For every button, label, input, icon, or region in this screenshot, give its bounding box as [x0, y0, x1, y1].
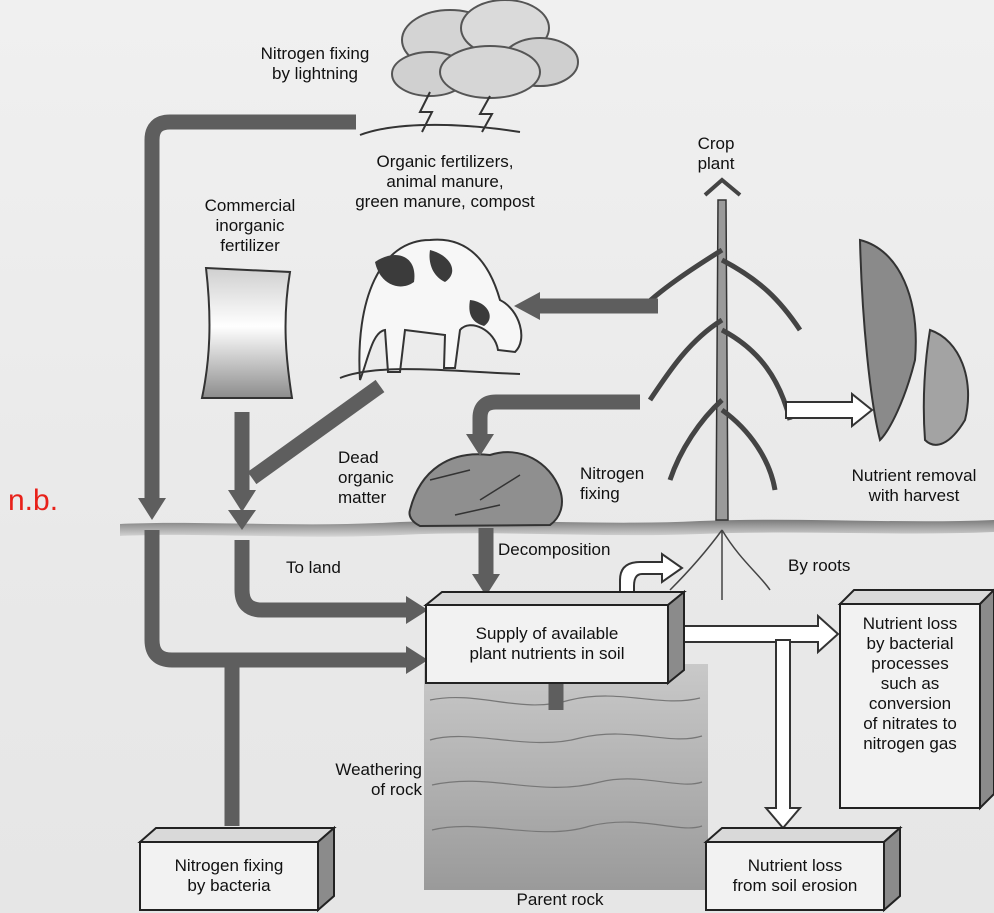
label-organic-fertilizers: Organic fertilizers, animal manure, gree…: [318, 152, 572, 212]
label-nitrogen-fixing: Nitrogen fixing: [580, 464, 670, 504]
annotation-nb: n.b.: [8, 484, 58, 518]
box-erosion-text: Nutrient loss from soil erosion: [706, 856, 884, 896]
arrow-to-erosion: [766, 640, 800, 828]
label-nutrient-removal: Nutrient removal with harvest: [834, 466, 994, 506]
box-bacterial-loss-text: Nutrient loss by bacterial processes suc…: [840, 614, 980, 754]
arrow-left-to-supply: [152, 530, 408, 660]
corn-plant: [640, 180, 800, 600]
arrow-to-harvest: [786, 394, 872, 426]
label-crop-plant: Crop plant: [676, 134, 756, 174]
fertilizer-bag: [202, 268, 292, 398]
harvested-corn: [860, 240, 968, 445]
box-bacteria-text: Nitrogen fixing by bacteria: [140, 856, 318, 896]
soil-surface: [120, 520, 994, 537]
label-decomposition: Decomposition: [498, 540, 638, 560]
label-dead-organic-matter: Dead organic matter: [338, 448, 418, 508]
label-lightning: Nitrogen fixing by lightning: [230, 44, 400, 84]
parent-rock: [424, 664, 708, 890]
label-by-roots: By roots: [788, 556, 888, 576]
cow: [340, 240, 521, 380]
label-parent-rock: Parent rock: [480, 890, 640, 910]
label-commercial-fertilizer: Commercial inorganic fertilizer: [180, 196, 320, 256]
arrow-plant-to-organic: [480, 402, 640, 436]
label-weathering: Weathering of rock: [312, 760, 422, 800]
arrow-to-bacterial-loss: [678, 616, 838, 652]
label-to-land: To land: [286, 558, 376, 578]
organic-matter-pile: [409, 452, 561, 526]
box-supply-text: Supply of available plant nutrients in s…: [426, 624, 668, 664]
